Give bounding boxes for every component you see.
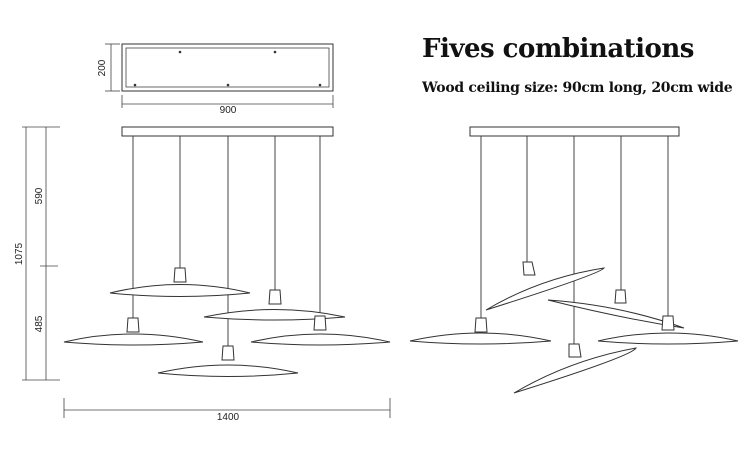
total-height-label: 1075 — [14, 242, 25, 265]
total-width-dimension: 1400 — [63, 398, 391, 423]
pendant-lamp — [409, 317, 552, 345]
pendant-lamp — [63, 317, 204, 346]
pendant-lamp — [203, 289, 346, 321]
pendant-lamp — [157, 345, 299, 377]
page-title: Fives combinations — [422, 34, 694, 64]
height-dimensions: 1075 590 485 — [14, 126, 60, 381]
canopy-depth-label: 200 — [97, 59, 108, 76]
canopy-width-dimension: 900 — [121, 95, 334, 116]
left-elevation — [63, 126, 391, 377]
pendant-lamp — [513, 343, 637, 394]
canopy-depth-dimension: 200 — [97, 43, 120, 92]
pendant-lamp — [547, 289, 685, 329]
pendant-lamp — [109, 267, 251, 297]
canopy-width-label: 900 — [220, 105, 237, 116]
pendant-lamp — [485, 261, 606, 311]
upper-height-label: 590 — [34, 187, 45, 204]
pendant-lamp — [597, 315, 739, 345]
total-width-label: 1400 — [217, 412, 240, 423]
lower-height-label: 485 — [34, 315, 45, 332]
ceiling-size-note: Wood ceiling size: 90cm long, 20cm wide — [422, 80, 733, 96]
right-elevation — [409, 126, 739, 394]
pendant-lamp — [250, 315, 391, 346]
canopy-top-view — [121, 43, 334, 92]
